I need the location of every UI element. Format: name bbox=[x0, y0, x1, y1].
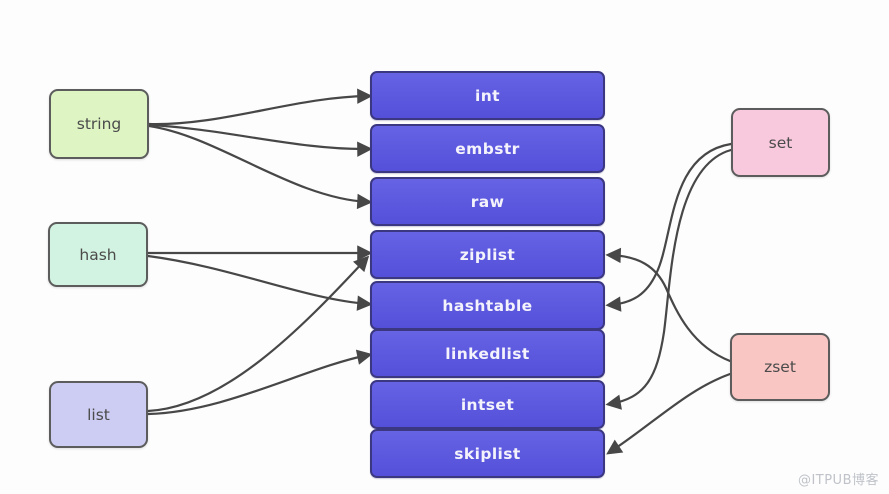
node-label-set: set bbox=[768, 133, 793, 152]
node-label-embstr: embstr bbox=[455, 139, 520, 158]
node-label-hashtable: hashtable bbox=[442, 296, 533, 315]
node-embstr: embstr bbox=[370, 124, 605, 173]
edge-zset-to-ziplist bbox=[605, 247, 732, 363]
node-label-string: string bbox=[76, 115, 122, 133]
edge-set-to-hashtable bbox=[605, 142, 733, 312]
node-label-intset: intset bbox=[460, 395, 515, 414]
node-set: set bbox=[731, 108, 830, 177]
node-label-ziplist: ziplist bbox=[459, 245, 516, 264]
node-string: string bbox=[49, 89, 149, 159]
edge-string-to-raw bbox=[147, 124, 373, 210]
node-linkedlist: linkedlist bbox=[370, 329, 605, 378]
node-label-hash: hash bbox=[79, 245, 117, 264]
node-skiplist: skiplist bbox=[370, 429, 605, 478]
edge-hash-to-hashtable bbox=[146, 254, 373, 311]
watermark: @ITPUB博客 bbox=[797, 473, 879, 488]
node-int: int bbox=[370, 71, 605, 120]
node-hash: hash bbox=[48, 222, 148, 287]
edge-string-to-embstr bbox=[147, 123, 373, 157]
node-ziplist: ziplist bbox=[370, 230, 605, 279]
edge-string-to-int bbox=[147, 88, 373, 126]
node-hashtable: hashtable bbox=[370, 281, 605, 330]
node-label-skiplist: skiplist bbox=[454, 444, 521, 463]
node-list: list bbox=[49, 381, 148, 448]
node-label-raw: raw bbox=[470, 192, 505, 211]
node-label-zset: zset bbox=[764, 358, 796, 376]
edge-set-to-intset bbox=[605, 148, 733, 410]
node-label-int: int bbox=[475, 86, 500, 105]
node-intset: intset bbox=[370, 380, 605, 429]
edge-list-to-ziplist bbox=[146, 255, 370, 413]
node-label-list: list bbox=[87, 405, 110, 424]
edge-list-to-linkedlist bbox=[146, 349, 373, 416]
node-label-linkedlist: linkedlist bbox=[445, 344, 530, 363]
node-raw: raw bbox=[370, 177, 605, 226]
node-zset: zset bbox=[730, 333, 830, 401]
edge-zset-to-skiplist bbox=[606, 372, 732, 455]
